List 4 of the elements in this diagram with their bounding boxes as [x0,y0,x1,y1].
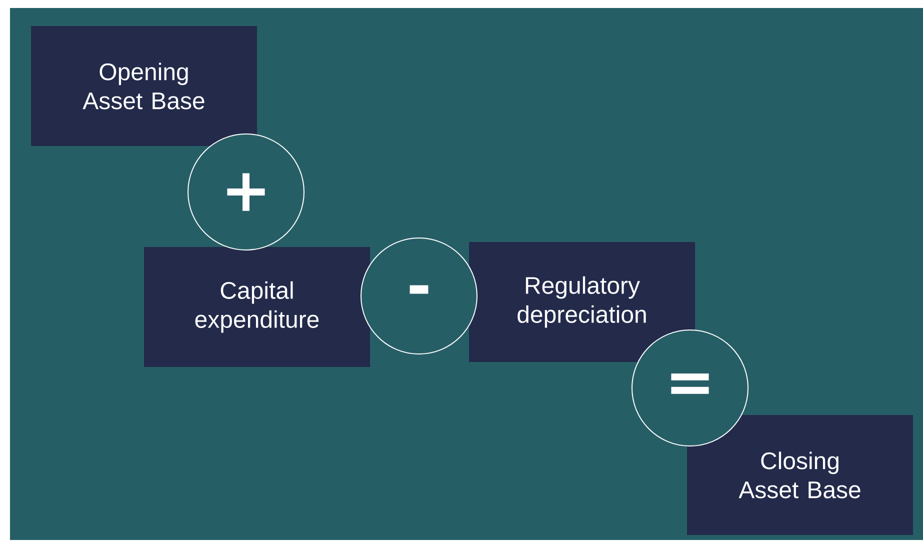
text-box: Closing Asset Base [687,415,913,535]
text-box: Capital expenditure [144,247,370,367]
text-box: Regulatory depreciation [469,242,695,362]
text-box: Opening Asset Base [31,26,257,146]
